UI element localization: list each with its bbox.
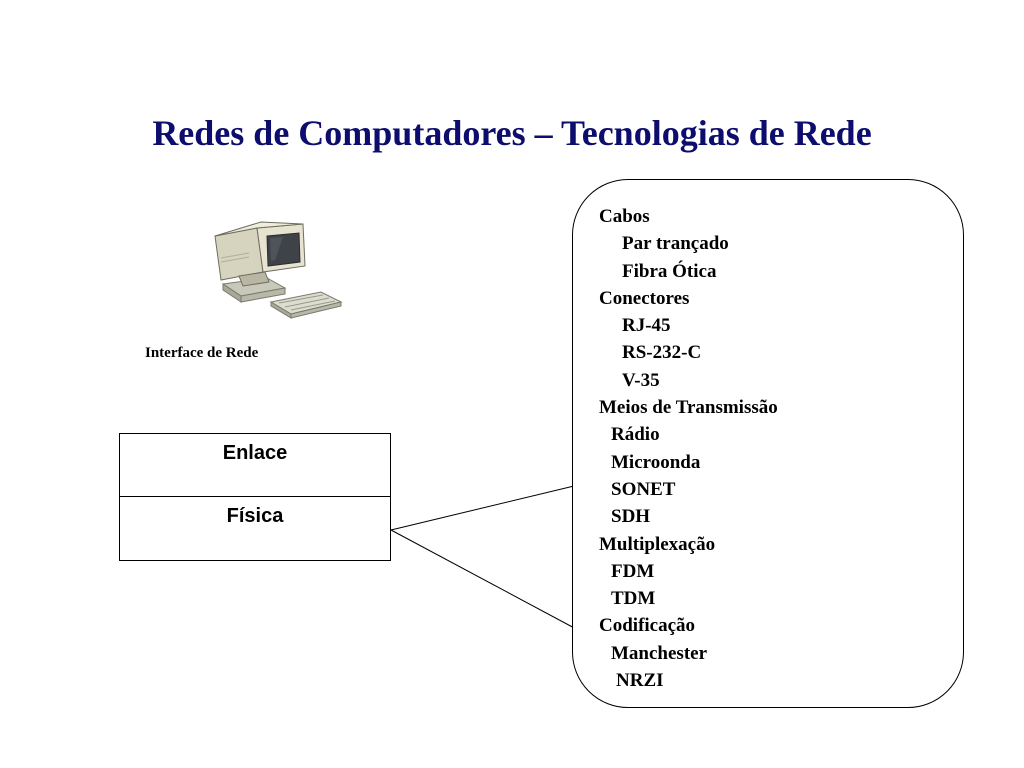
- technology-category: Multiplexação: [599, 533, 716, 555]
- layer-fisica: Física: [226, 505, 284, 527]
- technology-item: Rádio: [611, 424, 660, 446]
- technology-item: RJ-45: [622, 315, 671, 337]
- technology-item: SONET: [611, 478, 676, 500]
- technology-category: Cabos: [599, 206, 650, 227]
- technology-item: V-35: [622, 369, 660, 391]
- technology-category: Codificação: [599, 615, 696, 637]
- callout-pointer-upper-line: [390, 485, 575, 531]
- technology-item: Manchester: [611, 642, 708, 664]
- desktop-computer-icon: [205, 218, 345, 333]
- technologies-callout: [572, 179, 964, 708]
- network-interface-label: Interface de Rede: [145, 345, 259, 361]
- callout-pointer-lower-line: [390, 529, 579, 631]
- technology-item: FDM: [611, 560, 655, 582]
- technology-item: Fibra Ótica: [622, 260, 717, 282]
- technology-category: Meios de Transmissão: [599, 397, 778, 419]
- technology-item: NRZI: [616, 670, 664, 692]
- technology-item: Par trançado: [622, 233, 729, 255]
- layer-stack: Enlace Física: [119, 433, 391, 561]
- layer-enlace: Enlace: [120, 434, 390, 497]
- technology-item: TDM: [611, 588, 656, 610]
- technology-item: SDH: [611, 506, 651, 528]
- technology-item: RS-232-C: [622, 342, 702, 364]
- technology-category: Conectores: [599, 287, 690, 309]
- technology-item: Microonda: [611, 451, 701, 473]
- slide-title: Redes de Computadores – Tecnologias de R…: [152, 113, 872, 153]
